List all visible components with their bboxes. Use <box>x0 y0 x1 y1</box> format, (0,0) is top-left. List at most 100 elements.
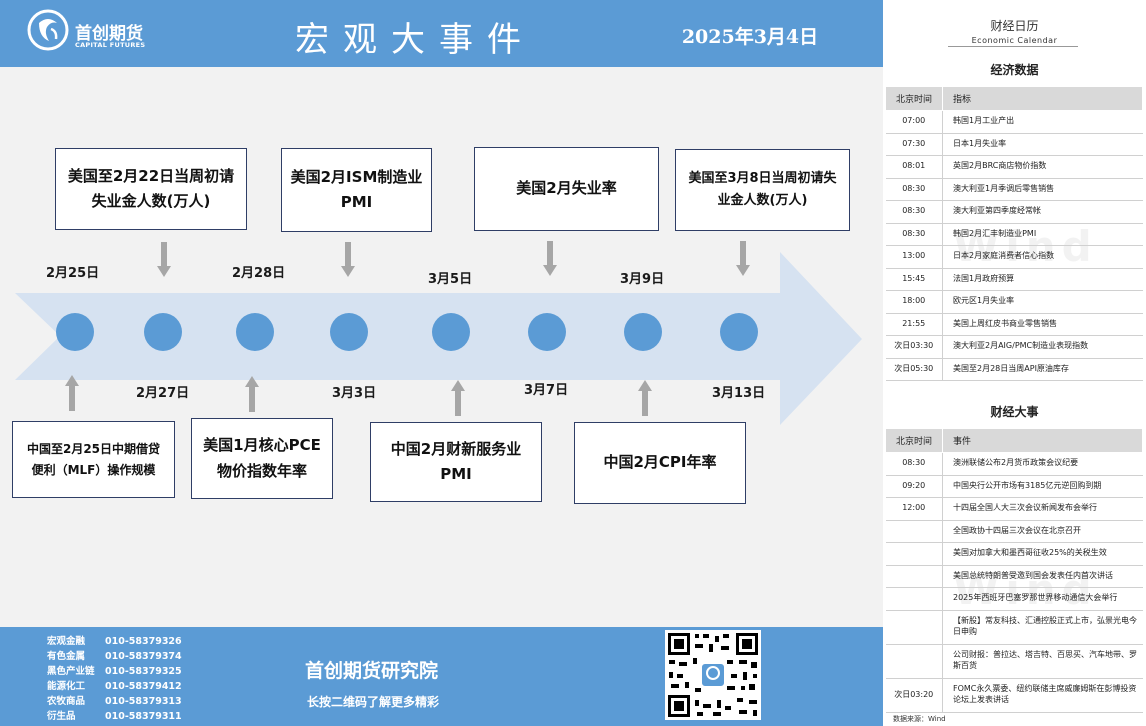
time-cell <box>885 520 943 543</box>
time-cell <box>885 644 943 679</box>
arrow-up-icon <box>638 380 652 416</box>
arrow-down-icon <box>736 241 750 276</box>
timeline-dot-3 <box>236 313 274 351</box>
calendar-subtitle: Economic Calendar <box>971 36 1058 45</box>
table-header-row: 北京时间 指标 <box>885 86 1143 111</box>
event-cell: FOMC永久票委、纽约联储主席威廉姆斯在彭博投资论坛上发表讲话 <box>942 678 1143 713</box>
timeline-dot-1 <box>56 313 94 351</box>
contact-dept: 宏观金融 <box>47 636 86 647</box>
calendar-divider <box>948 46 1078 47</box>
report-date: 2025年3月4日 <box>681 26 819 48</box>
timeline-dot-2 <box>144 313 182 351</box>
column-header: 指标 <box>942 86 1143 111</box>
time-cell: 07:00 <box>885 110 943 134</box>
time-cell: 13:00 <box>885 245 943 269</box>
event-cell: 中国央行公开市场有3185亿元逆回购到期 <box>942 475 1143 498</box>
time-cell: 08:01 <box>885 155 943 179</box>
arrow-up-icon <box>245 376 259 412</box>
table-row: 公司财报：普拉达、塔吉特、百思买、汽车地带、罗斯百货 <box>885 644 1143 679</box>
event-box: 中国至2月25日中期借贷便利（MLF）操作规模 <box>12 421 175 498</box>
time-cell: 08:30 <box>885 452 943 476</box>
contact-phone: 010-58379325 <box>105 666 182 677</box>
event-cell: 英国2月BRC商店物价指数 <box>942 155 1143 179</box>
time-cell <box>885 587 943 611</box>
timeline-dot-4 <box>330 313 368 351</box>
event-cell: 法国1月政府预算 <box>942 268 1143 291</box>
contact-phone: 010-58379311 <box>105 711 182 722</box>
time-cell <box>885 565 943 588</box>
event-box: 美国2月失业率 <box>474 147 659 231</box>
date-label: 3月9日 <box>620 272 665 287</box>
time-cell <box>885 542 943 566</box>
event-cell: 美国对加拿大和墨西哥征收25%的关税生效 <box>942 542 1143 566</box>
event-box: 中国2月财新服务业PMI <box>370 422 542 502</box>
column-header: 事件 <box>942 428 1143 453</box>
contact-row: 衍生品 010-58379311 <box>47 708 182 722</box>
contact-row: 黑色产业链 010-58379325 <box>47 663 182 677</box>
timeline-dot-6 <box>528 313 566 351</box>
event-box: 美国2月ISM制造业PMI <box>281 148 432 232</box>
event-box: 中国2月CPI年率 <box>574 422 746 504</box>
time-cell: 21:55 <box>885 313 943 336</box>
time-cell <box>885 610 943 645</box>
column-header: 北京时间 <box>885 86 943 111</box>
contact-phone: 010-58379313 <box>105 696 182 707</box>
time-cell: 08:30 <box>885 200 943 224</box>
contact-dept: 衍生品 <box>47 711 76 722</box>
column-header: 北京时间 <box>885 428 943 453</box>
event-cell: 日本2月家庭消费者信心指数 <box>942 245 1143 269</box>
econ-data-title: 经济数据 <box>990 63 1039 77</box>
calendar-title: 财经日历 <box>990 19 1039 33</box>
event-cell: 欧元区1月失业率 <box>942 290 1143 314</box>
logo-mark-icon <box>27 9 69 51</box>
event-cell: 日本1月失业率 <box>942 133 1143 156</box>
event-cell: 美国至2月28日当周API原油库存 <box>942 358 1143 381</box>
arrow-down-icon <box>157 242 171 277</box>
event-cell: 澳大利亚第四季度经常帐 <box>942 200 1143 224</box>
table-header-row: 北京时间 事件 <box>885 428 1143 453</box>
time-cell: 12:00 <box>885 497 943 521</box>
page-title: 宏观大事件 <box>295 20 535 60</box>
contact-dept: 黑色产业链 <box>47 666 95 677</box>
event-cell: 韩国2月汇丰制造业PMI <box>942 223 1143 246</box>
event-box: 美国至2月22日当周初请失业金人数(万人) <box>55 148 247 230</box>
contact-dept: 农牧商品 <box>47 696 86 707</box>
contact-row: 农牧商品 010-58379313 <box>47 693 182 707</box>
institute-name: 首创期货研究院 <box>305 660 439 682</box>
table-row: 全国政协十四届三次会议在北京召开 <box>885 520 1143 543</box>
company-logo: 首创期货 CAPITAL FUTURES <box>27 9 157 53</box>
arrow-up-icon <box>451 380 465 416</box>
events-title: 财经大事 <box>990 405 1039 419</box>
event-cell: 美国上周红皮书商业零售销售 <box>942 313 1143 336</box>
event-cell: 全国政协十四届三次会议在北京召开 <box>942 520 1143 543</box>
qr-code-icon[interactable] <box>665 630 761 720</box>
data-source: 数据来源：Wind <box>893 715 946 723</box>
contact-dept: 有色金属 <box>47 651 86 662</box>
event-cell: 韩国1月工业产出 <box>942 110 1143 134</box>
event-box: 美国至3月8日当周初请失业金人数(万人) <box>675 149 850 231</box>
event-cell: 澳洲联储公布2月货币政策会议纪要 <box>942 452 1143 476</box>
time-cell: 15:45 <box>885 268 943 291</box>
contact-phone: 010-58379412 <box>105 681 182 692</box>
time-cell: 次日03:30 <box>885 335 943 359</box>
date-label: 2月25日 <box>46 266 100 281</box>
time-cell: 08:30 <box>885 178 943 201</box>
arrow-down-icon <box>543 241 557 276</box>
event-box: 美国1月核心PCE物价指数年率 <box>191 418 333 499</box>
timeline-dot-7 <box>624 313 662 351</box>
